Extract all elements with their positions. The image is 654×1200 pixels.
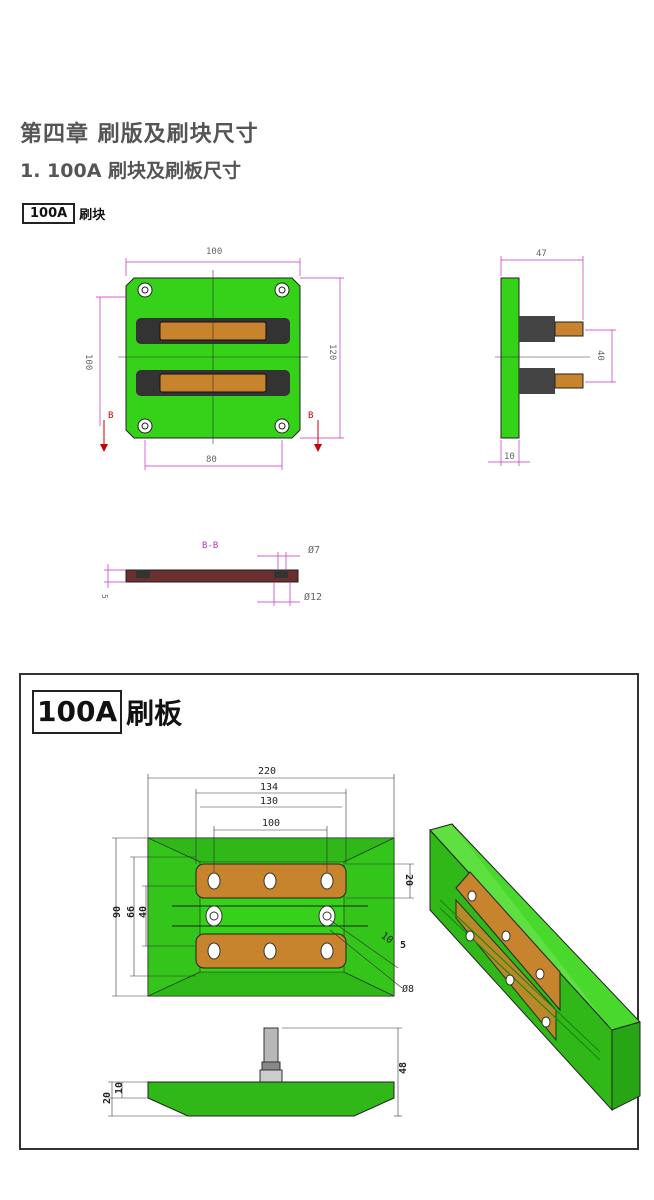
block-tag-box: 100A [22, 203, 76, 224]
plate-top-view: 220 134 130 100 90 66 40 20 10 5 Ø8 [112, 766, 414, 997]
block-section-thickness: 5 [100, 594, 109, 599]
block-side-dim-bottom: 10 [504, 452, 515, 462]
plate-side-dim-20: 20 [102, 1092, 113, 1104]
block-tag: 100A 刷块 [22, 203, 105, 224]
plate-dim-134: 134 [260, 782, 278, 793]
plate-tag-label: 刷板 [126, 697, 183, 730]
plate-side-view: 48 10 20 [102, 1027, 409, 1117]
block-dim-right: 120 [327, 344, 337, 360]
plate-dim-d8: Ø8 [402, 983, 414, 995]
section-title: 1. 100A 刷块及刷板尺寸 [20, 160, 242, 182]
block-section-d-large: Ø12 [304, 591, 322, 603]
plate-frame [19, 673, 639, 1150]
plate-dim-90: 90 [112, 906, 123, 918]
plate-dim-100: 100 [262, 818, 280, 829]
plate-dim-40: 40 [138, 906, 149, 918]
block-drawing: 100 100 120 80 B B 47 40 [83, 247, 616, 606]
block-tag-label: 刷块 [79, 208, 106, 223]
block-dim-left: 100 [83, 354, 93, 370]
chapter-title: 第四章 刷版及刷块尺寸 [20, 122, 259, 147]
block-section-title: B-B [202, 541, 218, 551]
block-dim-bottom: 80 [206, 455, 217, 465]
plate-side-dim-10: 10 [114, 1082, 125, 1094]
plate-dim-130: 130 [260, 796, 278, 807]
block-side-dim-top: 47 [536, 249, 547, 259]
block-section-d-small: Ø7 [308, 544, 320, 556]
plate-dim-220: 220 [258, 766, 276, 777]
block-section-view: B-B Ø7 Ø12 5 [100, 541, 322, 606]
plate-dim-20: 20 [403, 874, 414, 886]
block-section-marker-left: B [108, 411, 113, 421]
block-side-dim-right: 40 [595, 350, 605, 361]
block-front-view: 100 100 120 80 B B [83, 247, 344, 470]
block-section-marker-right: B [308, 411, 313, 421]
plate-iso-view [429, 823, 641, 1112]
plate-drawing: 220 134 130 100 90 66 40 20 10 5 Ø8 48 1… [102, 766, 641, 1117]
plate-tag: 100A 刷板 [32, 690, 182, 734]
plate-dim-5: 5 [400, 940, 406, 951]
plate-dim-66: 66 [126, 906, 137, 918]
block-side-view: 47 40 10 [488, 249, 616, 466]
plate-tag-box: 100A [32, 690, 123, 734]
plate-side-dim-48: 48 [398, 1062, 409, 1074]
block-dim-top: 100 [206, 247, 222, 257]
